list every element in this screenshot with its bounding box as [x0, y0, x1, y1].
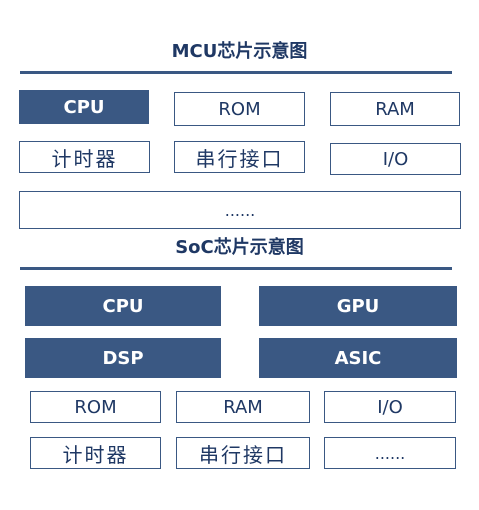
soc-rom-block: ROM	[30, 391, 161, 423]
soc-divider	[20, 267, 452, 270]
mcu-rom-block: ROM	[174, 92, 305, 126]
soc-timer-block: 计时器	[30, 437, 161, 469]
soc-serial-port-block: 串行接口	[176, 437, 310, 469]
soc-title: SoC芯片示意图	[175, 237, 304, 258]
soc-gpu-block: GPU	[259, 286, 457, 326]
mcu-io-block: I/O	[330, 143, 461, 175]
mcu-title: MCU芯片示意图	[171, 41, 308, 62]
soc-more-block: ......	[324, 437, 456, 469]
soc-asic-block: ASIC	[259, 338, 457, 378]
soc-io-block: I/O	[324, 391, 456, 423]
mcu-more-block: ......	[19, 191, 461, 229]
soc-cpu-block: CPU	[25, 286, 221, 326]
mcu-serial-port-block: 串行接口	[174, 141, 305, 173]
mcu-timer-block: 计时器	[19, 141, 150, 173]
soc-ram-block: RAM	[176, 391, 310, 423]
mcu-cpu-block: CPU	[19, 90, 149, 124]
soc-dsp-block: DSP	[25, 338, 221, 378]
mcu-divider	[20, 71, 452, 74]
mcu-ram-block: RAM	[330, 92, 460, 126]
